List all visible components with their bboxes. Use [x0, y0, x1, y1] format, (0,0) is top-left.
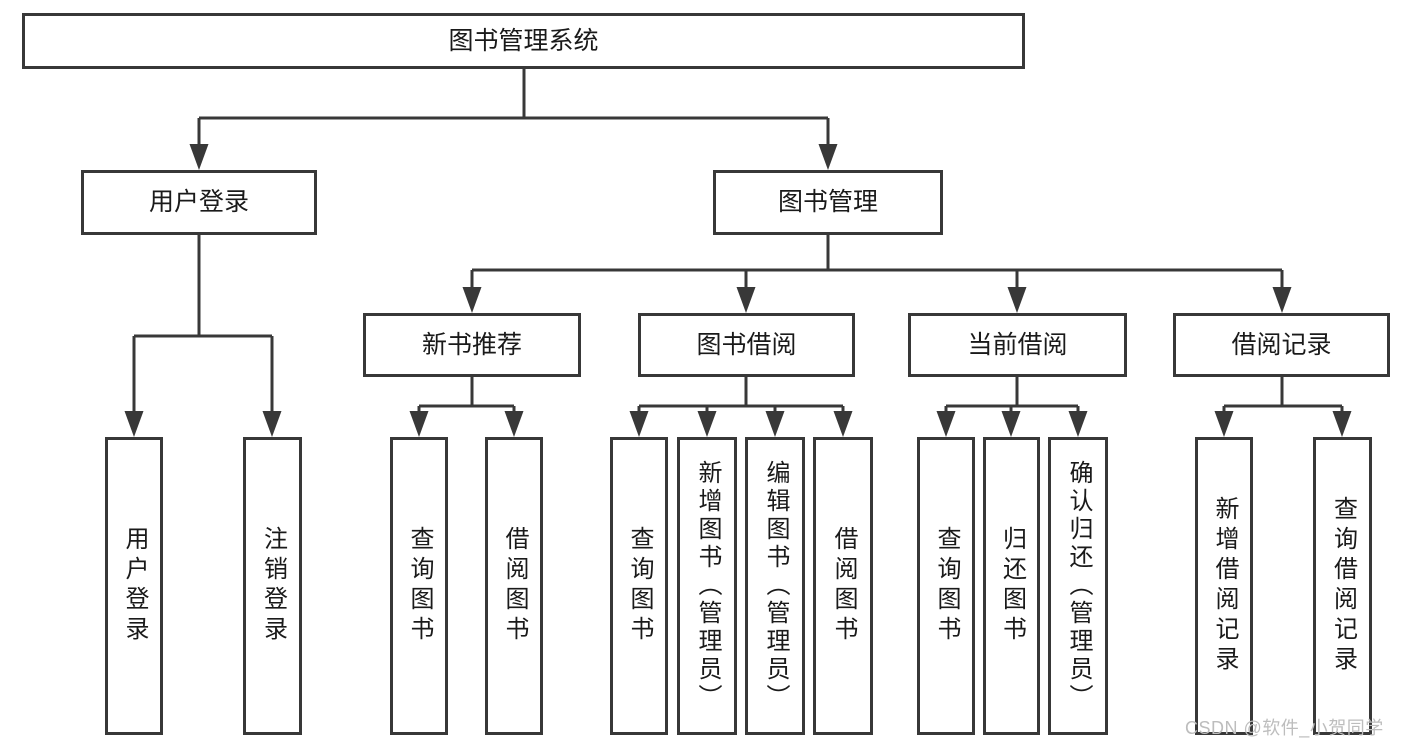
leaf-label: 新增借阅记录	[1211, 496, 1238, 676]
node-label: 图书管理系统	[448, 26, 599, 55]
arrow-down-icon	[736, 287, 756, 313]
arrow-down-icon	[1214, 411, 1234, 437]
leaf-query-books-borrowing: 查询图书	[610, 437, 668, 735]
leaf-add-borrow-record: 新增借阅记录	[1195, 437, 1253, 735]
arrow-down-icon	[936, 411, 956, 437]
node-label: 借阅记录	[1231, 330, 1332, 359]
leaf-confirm-return-admin: 确认归还（管理员）	[1048, 437, 1108, 735]
arrow-down-icon	[1272, 287, 1292, 313]
leaf-label: 查询图书	[626, 526, 653, 646]
node-user-login: 用户登录	[81, 170, 317, 235]
arrow-down-icon	[1001, 411, 1021, 437]
leaf-query-borrow-record: 查询借阅记录	[1313, 437, 1372, 735]
arrow-down-icon	[189, 144, 209, 170]
node-label: 图书借阅	[696, 330, 797, 359]
leaf-borrow-books-borrowing: 借阅图书	[813, 437, 873, 735]
leaf-label: 查询借阅记录	[1329, 496, 1357, 676]
node-current-borrowing: 当前借阅	[908, 313, 1127, 377]
leaf-label: 确认归还（管理员）	[1065, 460, 1092, 712]
node-borrowing-records: 借阅记录	[1173, 313, 1390, 377]
node-label: 当前借阅	[967, 330, 1068, 359]
leaf-label: 编辑图书（管理员）	[762, 460, 789, 712]
leaf-add-books-admin: 新增图书（管理员）	[677, 437, 737, 735]
node-library-management-system: 图书管理系统	[22, 13, 1025, 69]
leaf-borrow-books-recommend: 借阅图书	[485, 437, 543, 735]
leaf-label: 查询图书	[933, 526, 960, 646]
leaf-query-books-recommend: 查询图书	[390, 437, 448, 735]
leaf-user-login: 用户登录	[105, 437, 163, 735]
arrow-down-icon	[697, 411, 717, 437]
leaf-label: 查询图书	[406, 526, 433, 646]
arrow-down-icon	[409, 411, 429, 437]
leaf-return-books: 归还图书	[983, 437, 1040, 735]
node-label: 新书推荐	[421, 330, 522, 359]
leaf-label: 借阅图书	[830, 526, 857, 646]
leaf-label: 注销登录	[259, 526, 287, 646]
arrow-down-icon	[462, 287, 482, 313]
csdn-watermark: CSDN @软件_小贺同学	[1185, 718, 1384, 738]
node-label: 用户登录	[148, 188, 249, 216]
arrow-down-icon	[833, 411, 853, 437]
arrow-down-icon	[504, 411, 524, 437]
arrow-down-icon	[262, 411, 282, 437]
arrow-down-icon	[765, 411, 785, 437]
node-new-book-recommendation: 新书推荐	[363, 313, 581, 377]
leaf-label: 新增图书（管理员）	[694, 460, 721, 712]
node-label: 图书管理	[777, 188, 878, 216]
arrow-down-icon	[1007, 287, 1027, 313]
leaf-label: 借阅图书	[501, 526, 528, 646]
leaf-logout: 注销登录	[243, 437, 302, 735]
node-book-borrowing: 图书借阅	[638, 313, 855, 377]
arrow-down-icon	[629, 411, 649, 437]
arrow-down-icon	[1332, 411, 1352, 437]
arrow-down-icon	[1068, 411, 1088, 437]
leaf-edit-books-admin: 编辑图书（管理员）	[745, 437, 805, 735]
node-book-management: 图书管理	[713, 170, 943, 235]
leaf-query-books-current: 查询图书	[917, 437, 975, 735]
leaf-label: 用户登录	[121, 526, 148, 646]
leaf-label: 归还图书	[998, 526, 1026, 646]
arrow-down-icon	[124, 411, 144, 437]
arrow-down-icon	[818, 144, 838, 170]
